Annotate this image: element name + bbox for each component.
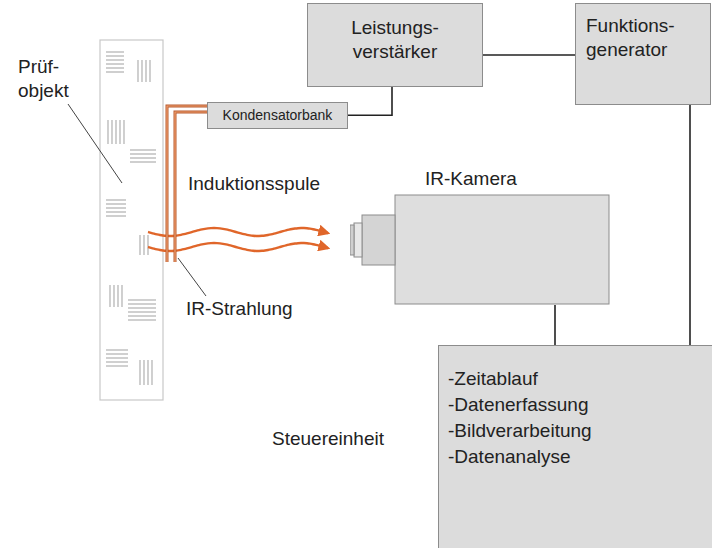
node-text: -Datenanalyse: [448, 445, 571, 469]
pattern-stroke: [106, 349, 128, 351]
pattern-stroke: [106, 357, 128, 359]
node-text: Kondensatorbank: [208, 103, 347, 125]
pattern-stroke: [106, 215, 126, 217]
pattern-stroke: [143, 360, 145, 385]
pattern-stroke: [119, 120, 121, 144]
pattern-stroke: [106, 207, 126, 209]
part-label: Prüf- objekt: [18, 55, 80, 103]
pattern-stroke: [121, 285, 123, 307]
generator-box: Funktions- generator: [575, 3, 711, 105]
part-label: IR-Strahlung: [186, 297, 293, 321]
pattern-stroke: [106, 67, 124, 69]
node-text: Funktions- generator: [576, 4, 710, 62]
pattern-stroke: [139, 235, 141, 255]
pattern-stroke: [106, 365, 128, 367]
pattern-stroke: [107, 120, 109, 144]
pattern-stroke: [141, 60, 143, 82]
capacitor-box: Kondensatorbank: [207, 102, 348, 129]
leader-line: [178, 258, 206, 296]
pattern-stroke: [111, 120, 113, 144]
leader-line: [68, 104, 122, 183]
pattern-stroke: [128, 303, 156, 305]
pattern-stroke: [143, 235, 145, 255]
connector-line: [689, 105, 691, 345]
pattern-stroke: [147, 235, 149, 255]
node-text: -Datenerfassung: [448, 393, 588, 417]
pattern-stroke: [106, 353, 128, 355]
pattern-stroke: [106, 51, 124, 53]
pattern-stroke: [106, 55, 124, 57]
test-object: [100, 40, 163, 400]
node-text: IR-Kamera: [425, 167, 517, 191]
pattern-stroke: [106, 63, 124, 65]
node-text: -Zeitablauf: [448, 367, 538, 391]
pattern-stroke: [145, 60, 147, 82]
pattern-stroke: [123, 120, 125, 144]
node-text: -Bildverarbeitung: [448, 419, 592, 443]
pattern-stroke: [128, 299, 156, 301]
pattern-stroke: [130, 157, 156, 159]
pattern-stroke: [109, 285, 111, 307]
pattern-stroke: [106, 199, 126, 201]
pattern-stroke: [128, 315, 156, 317]
pattern-stroke: [115, 120, 117, 144]
part-label: Induktionsspule: [188, 172, 320, 196]
connector-line: [348, 87, 392, 115]
pattern-stroke: [117, 285, 119, 307]
node-text: Leistungs- verstärker: [308, 4, 482, 64]
ir-camera: IR-Kamera: [350, 165, 610, 305]
pattern-stroke: [130, 161, 156, 163]
pattern-stroke: [128, 307, 156, 309]
pattern-stroke: [128, 319, 156, 321]
pattern-stroke: [106, 71, 124, 73]
pattern-stroke: [113, 285, 115, 307]
connector-line: [483, 54, 575, 56]
pattern-stroke: [137, 60, 139, 82]
pattern-stroke: [106, 361, 128, 363]
pattern-stroke: [106, 211, 126, 213]
test-pattern: [106, 52, 156, 385]
pattern-stroke: [130, 149, 156, 151]
pattern-stroke: [151, 360, 153, 385]
pattern-stroke: [128, 311, 156, 313]
node-text: Steuereinheit: [272, 427, 384, 451]
pattern-stroke: [130, 153, 156, 155]
pattern-stroke: [106, 59, 124, 61]
pattern-stroke: [139, 360, 141, 385]
pattern-stroke: [149, 60, 151, 82]
pattern-stroke: [106, 203, 126, 205]
control-unit: Steuereinheit-Zeitablauf-Datenerfassung-…: [270, 345, 712, 548]
connector-line: [554, 305, 556, 345]
amplifier-box: Leistungs- verstärker: [307, 3, 483, 87]
pattern-stroke: [147, 360, 149, 385]
